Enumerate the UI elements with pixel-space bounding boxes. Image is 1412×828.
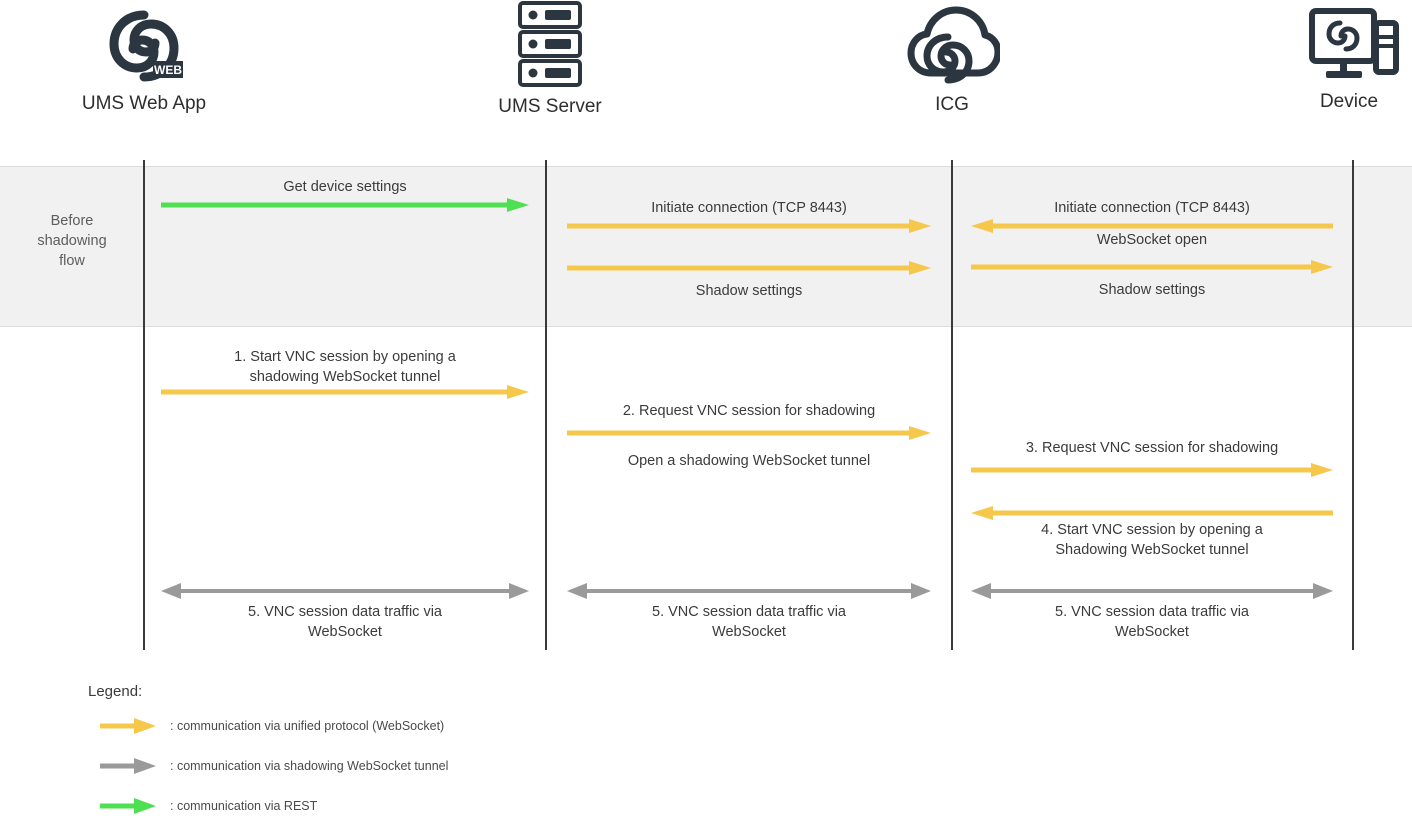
before-shadowing-flow-band <box>0 166 1412 327</box>
message-label-get-device-settings: Get device settings <box>283 179 407 195</box>
message-label-websocket-open: WebSocket open <box>1096 232 1208 248</box>
message-shadow-settings-server <box>567 261 931 275</box>
unified-arrow-right-icon <box>567 426 931 440</box>
message-initiate-connection-device <box>971 219 1333 233</box>
actor-ums-web-app: WEB UMS Web App <box>44 0 244 116</box>
unified-arrow-right-icon <box>161 385 529 399</box>
message-step-3 <box>971 463 1333 477</box>
actor-icg: ICG <box>852 0 1052 117</box>
lifeline-device <box>1352 160 1354 650</box>
unified-arrow-right-icon <box>971 260 1333 274</box>
actor-device: Device <box>1249 0 1412 114</box>
message-label-step-5-c: 5. VNC session data traffic via WebSocke… <box>1055 604 1249 640</box>
message-initiate-connection-server <box>567 219 931 233</box>
message-get-device-settings <box>161 198 529 212</box>
message-step-2 <box>567 426 931 440</box>
svg-text:WEB: WEB <box>154 63 182 77</box>
message-step-1 <box>161 385 529 399</box>
message-step-5-c <box>971 583 1333 599</box>
shadowing-arrow-bidirectional-icon <box>971 583 1333 599</box>
lifeline-ums-web-app <box>143 160 145 650</box>
legend-item-unified: : communication via unified protocol (We… <box>100 718 444 734</box>
unified-arrow-right-icon <box>567 261 931 275</box>
message-label-shadow-settings-server: Shadow settings <box>695 283 803 299</box>
shadowing-arrow-right-icon <box>100 758 156 774</box>
legend-label-rest: : communication via REST <box>170 799 318 813</box>
server-rack-icon <box>450 0 650 92</box>
message-label-step-5-a: 5. VNC session data traffic via WebSocke… <box>248 604 442 640</box>
actor-label-ums-web-app: UMS Web App <box>81 93 207 114</box>
unified-arrow-left-icon <box>971 219 1333 233</box>
band-label-line-1: Before <box>50 213 94 229</box>
message-step-5-b <box>567 583 931 599</box>
message-step-5-a <box>161 583 529 599</box>
rest-arrow-right-icon <box>100 798 156 814</box>
message-label-step-3: 3. Request VNC session for shadowing <box>1025 440 1279 456</box>
shadowing-arrow-bidirectional-icon <box>161 583 529 599</box>
message-label-shadow-settings-device: Shadow settings <box>1098 282 1206 298</box>
unified-arrow-right-icon <box>100 718 156 734</box>
message-step-4 <box>971 506 1333 520</box>
message-label-step-2: 2. Request VNC session for shadowing <box>622 403 876 419</box>
actor-ums-server: UMS Server <box>450 0 650 119</box>
message-label-step-5-b: 5. VNC session data traffic via WebSocke… <box>652 604 846 640</box>
legend-item-shadowing: : communication via shadowing WebSocket … <box>100 758 448 774</box>
message-label-initiate-connection-server: Initiate connection (TCP 8443) <box>651 200 847 216</box>
lifeline-ums-server <box>545 160 547 650</box>
message-label-step-1: 1. Start VNC session by opening a shadow… <box>234 349 456 385</box>
unified-arrow-right-icon <box>971 463 1333 477</box>
actor-label-device: Device <box>1319 91 1379 112</box>
actor-label-icg: ICG <box>935 94 969 115</box>
unified-arrow-left-icon <box>971 506 1333 520</box>
legend-label-unified: : communication via unified protocol (We… <box>170 719 445 733</box>
actor-label-ums-server: UMS Server <box>498 96 602 117</box>
shadowing-arrow-bidirectional-icon <box>567 583 931 599</box>
unified-arrow-right-icon <box>567 219 931 233</box>
legend-label-shadowing: : communication via shadowing WebSocket … <box>170 759 449 773</box>
ums-web-app-logo-icon: WEB <box>44 0 244 92</box>
cloud-gateway-icon <box>852 0 1052 92</box>
message-label-open-tunnel: Open a shadowing WebSocket tunnel <box>627 453 871 469</box>
rest-arrow-right-icon <box>161 198 529 212</box>
band-label-line-2: shadowing <box>37 233 107 249</box>
desktop-device-icon <box>1249 0 1412 92</box>
legend-item-rest: : communication via REST <box>100 798 317 814</box>
legend-title: Legend: <box>88 683 143 700</box>
message-shadow-settings-device <box>971 260 1333 274</box>
lifeline-icg <box>951 160 953 650</box>
message-label-step-4: 4. Start VNC session by opening a Shadow… <box>1041 522 1263 558</box>
band-label: Before shadowing flow <box>0 211 144 271</box>
band-label-line-3: flow <box>59 253 85 269</box>
message-label-initiate-connection-device: Initiate connection (TCP 8443) <box>1054 200 1250 216</box>
